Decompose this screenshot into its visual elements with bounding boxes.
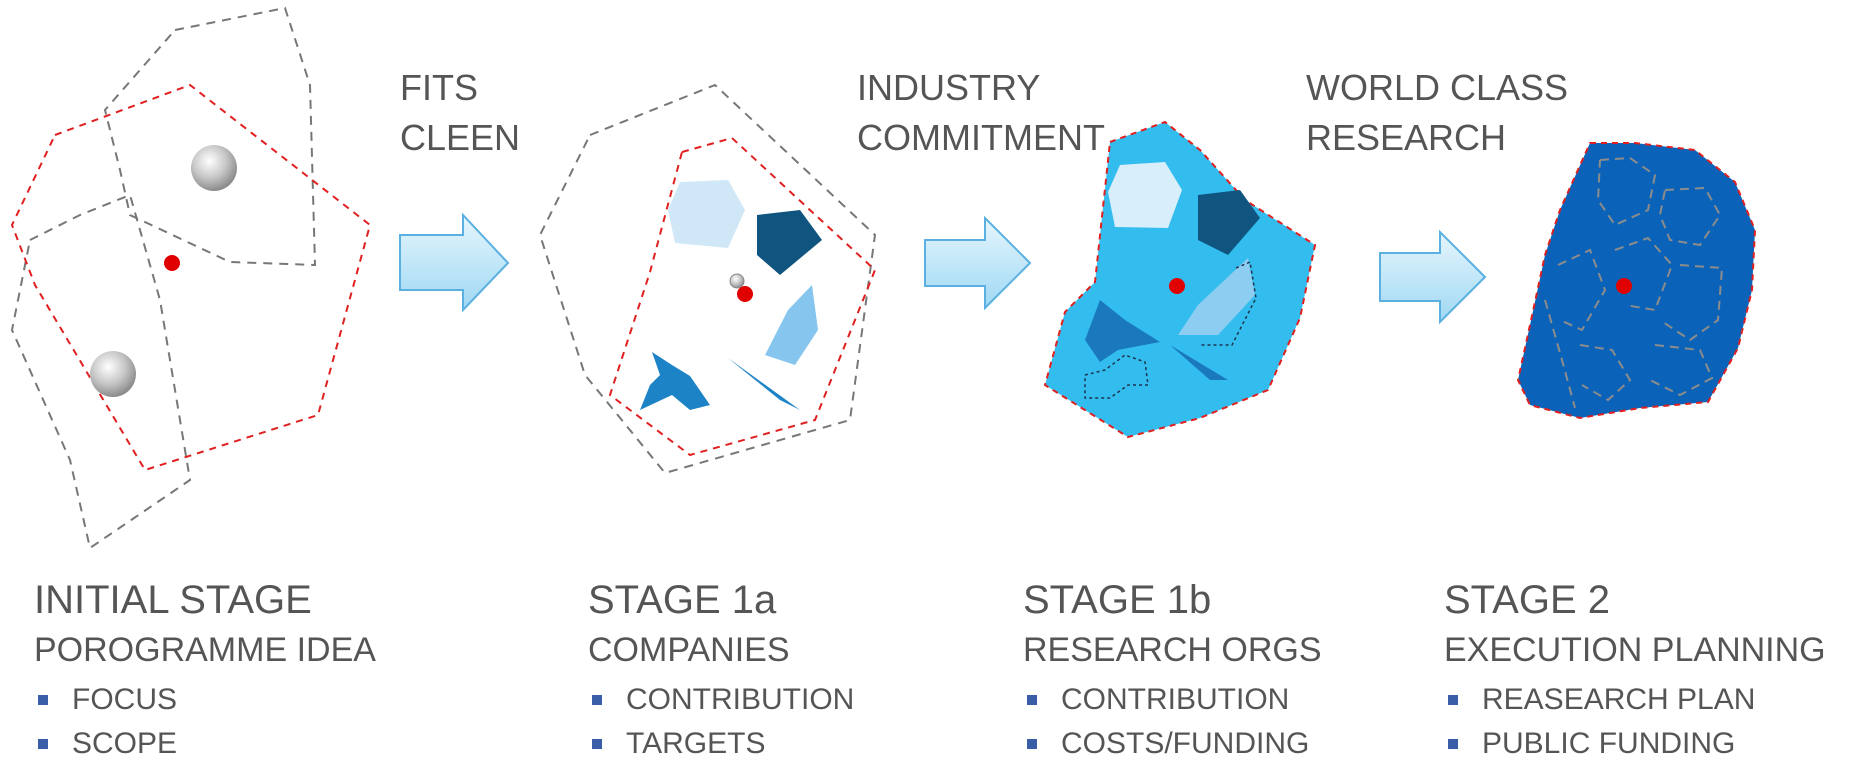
flow-label-3-line-2: RESEARCH	[1306, 117, 1507, 158]
stage1b-focus-dot	[1169, 278, 1185, 294]
stage-bullet-list: REASEARCH PLAN PUBLIC FUNDING	[1444, 678, 1826, 766]
stage2-graphic	[1516, 142, 1757, 420]
stage1a-sphere	[729, 273, 745, 289]
stage1a-red-outline	[608, 136, 877, 457]
stage1a-graphic	[538, 83, 877, 475]
stage1a-fragment-sliver	[728, 358, 800, 410]
flow-label-3: WORLD CLASS RESEARCH	[1306, 63, 1568, 163]
bullet-square-icon	[38, 695, 48, 705]
stage-bullet-text: FOCUS	[72, 683, 177, 716]
flow-label-2: INDUSTRY COMMITMENT	[857, 63, 1105, 163]
stage1a-grey-outline	[538, 83, 877, 475]
stage-subtitle: COMPANIES	[588, 631, 790, 669]
stage-subtitle: RESEARCH ORGS	[1023, 631, 1322, 669]
flow-label-1: FITS CLEEN	[400, 63, 520, 163]
stage-initial: INITIAL STAGE POROGRAMME IDEA FOCUS SCOP…	[34, 576, 376, 766]
stage-bullet: COSTS/FUNDING	[1023, 722, 1322, 766]
stage-bullet-text: COSTS/FUNDING	[1061, 727, 1310, 760]
bullet-square-icon	[592, 695, 602, 705]
stage1a-fragment-mid	[765, 285, 818, 365]
stage1b-fragment-light	[1178, 258, 1255, 335]
bullet-square-icon	[592, 739, 602, 749]
stage1a-focus-dot	[737, 286, 753, 302]
stage1a-fragment-dark	[757, 210, 822, 275]
stage-bullet: FOCUS	[34, 678, 376, 722]
flow-label-1-line-2: CLEEN	[400, 117, 521, 158]
stage-bullet: CONTRIBUTION	[588, 678, 854, 722]
stage2-dashed-fragments	[1544, 156, 1724, 409]
flow-arrow-3	[1379, 229, 1487, 325]
stage-bullet-list: CONTRIBUTION COSTS/FUNDING	[1023, 678, 1322, 766]
initial-sphere-top	[191, 145, 237, 191]
stage-title: INITIAL STAGE	[34, 578, 312, 622]
stage-bullet-text: CONTRIBUTION	[626, 683, 855, 716]
stage1b-fragment-white	[1108, 162, 1182, 228]
stage-bullet-text: SCOPE	[72, 727, 178, 760]
bullet-square-icon	[1448, 739, 1458, 749]
stage1b-fragment-sliver	[1170, 345, 1228, 380]
stage-subtitle: POROGRAMME IDEA	[34, 631, 376, 669]
flow-label-2-line-2: COMMITMENT	[857, 117, 1105, 158]
stage-title: STAGE 1a	[588, 578, 777, 622]
stage-subtitle: EXECUTION PLANNING	[1444, 631, 1826, 669]
stage-title: STAGE 2	[1444, 578, 1610, 622]
stage-bullet: REASEARCH PLAN	[1444, 678, 1826, 722]
stage-bullet: CONTRIBUTION	[1023, 678, 1322, 722]
stage-2: STAGE 2 EXECUTION PLANNING REASEARCH PLA…	[1444, 576, 1826, 766]
stage-bullet-text: REASEARCH PLAN	[1482, 683, 1756, 716]
initial-grey-outline-bottom	[10, 193, 192, 550]
initial-focus-dot	[164, 255, 180, 271]
stage-1b: STAGE 1b RESEARCH ORGS CONTRIBUTION COST…	[1023, 576, 1322, 766]
stage-bullet-text: TARGETS	[626, 727, 766, 760]
stage2-focus-dot	[1616, 278, 1632, 294]
flow-label-2-line-1: INDUSTRY	[857, 67, 1041, 108]
stage-bullet-list: CONTRIBUTION TARGETS	[588, 678, 854, 766]
flow-arrow-1	[399, 212, 510, 313]
initial-red-outline	[10, 83, 372, 472]
stage1a-fragment-blue	[640, 352, 710, 410]
stage-title: STAGE 1b	[1023, 578, 1212, 622]
stage-bullet: SCOPE	[34, 722, 376, 766]
stage1b-fragment-blue	[1085, 300, 1160, 362]
stage1b-graphic	[1043, 120, 1317, 439]
bullet-square-icon	[1448, 695, 1458, 705]
stage-bullet-text: CONTRIBUTION	[1061, 683, 1290, 716]
stage-bullet: PUBLIC FUNDING	[1444, 722, 1826, 766]
stage-bullet: TARGETS	[588, 722, 854, 766]
stage1b-dotted-trace	[1084, 354, 1149, 399]
bullet-square-icon	[1027, 695, 1037, 705]
stage1b-dotted-trace-2	[1200, 260, 1257, 346]
stage1a-fragment-light	[668, 180, 745, 248]
stage1b-fragment-dark	[1198, 190, 1260, 255]
initial-sphere-bottom	[90, 351, 136, 397]
flow-label-3-line-1: WORLD CLASS	[1306, 67, 1569, 108]
flow-arrow-2	[924, 215, 1032, 311]
initial-stage-graphic	[10, 6, 372, 550]
bullet-square-icon	[1027, 739, 1037, 749]
stage2-fill-shape	[1516, 142, 1757, 420]
stage-bullet-list: FOCUS SCOPE	[34, 678, 376, 766]
initial-grey-outline-top	[103, 6, 317, 267]
stage-bullet-text: PUBLIC FUNDING	[1482, 727, 1736, 760]
flow-label-1-line-1: FITS	[400, 67, 478, 108]
bullet-square-icon	[38, 739, 48, 749]
stage-1a: STAGE 1a COMPANIES CONTRIBUTION TARGETS	[588, 576, 854, 766]
